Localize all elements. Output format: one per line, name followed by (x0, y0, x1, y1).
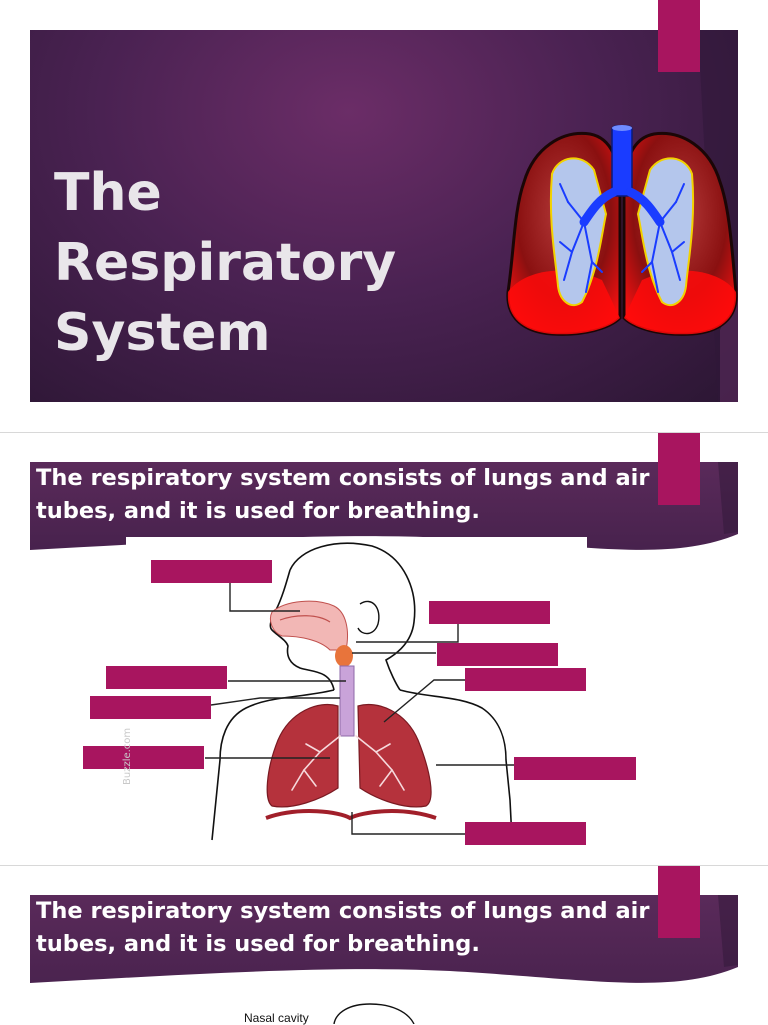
diagram-watermark: Buzzle.com (122, 727, 133, 785)
diagram-panel (126, 537, 587, 849)
diagram-label-box-3 (437, 643, 558, 666)
slide2-heading-line-1: The respiratory system consists of lungs… (36, 465, 650, 491)
diagram-label-box-9 (465, 822, 586, 845)
slide-divider-2 (0, 865, 768, 866)
lungs-icon (506, 125, 738, 336)
slide3-heading-line-1: The respiratory system consists of lungs… (36, 898, 650, 924)
slide-title: The Respiratory System (54, 158, 504, 368)
slide2-heading-line-2: tubes, and it is used for breathing. (36, 498, 480, 524)
diagram-label-box-4 (106, 666, 227, 689)
slide3-heading: The respiratory system consists of lungs… (36, 895, 686, 961)
diagram-label-box-2 (429, 601, 550, 624)
title-slide: The Respiratory System (30, 30, 738, 402)
diagram-label-box-7 (83, 746, 204, 769)
diagram-label-box-1 (151, 560, 272, 583)
diagram-label-box-8 (514, 757, 636, 780)
slide2-heading: The respiratory system consists of lungs… (36, 462, 686, 528)
accent-tab-3 (658, 866, 700, 938)
slide-title-line-2: System (54, 303, 271, 363)
accent-tab-2 (658, 433, 700, 505)
slide-title-line-1: The Respiratory (54, 163, 397, 293)
slide-divider-1 (0, 432, 768, 433)
accent-tab-1 (658, 0, 700, 72)
slide3-heading-line-2: tubes, and it is used for breathing. (36, 931, 480, 957)
diagram-label-box-6 (90, 696, 211, 719)
diagram-label-nasal-cavity: Nasal cavity (244, 1011, 309, 1025)
diagram-label-box-5 (465, 668, 586, 691)
